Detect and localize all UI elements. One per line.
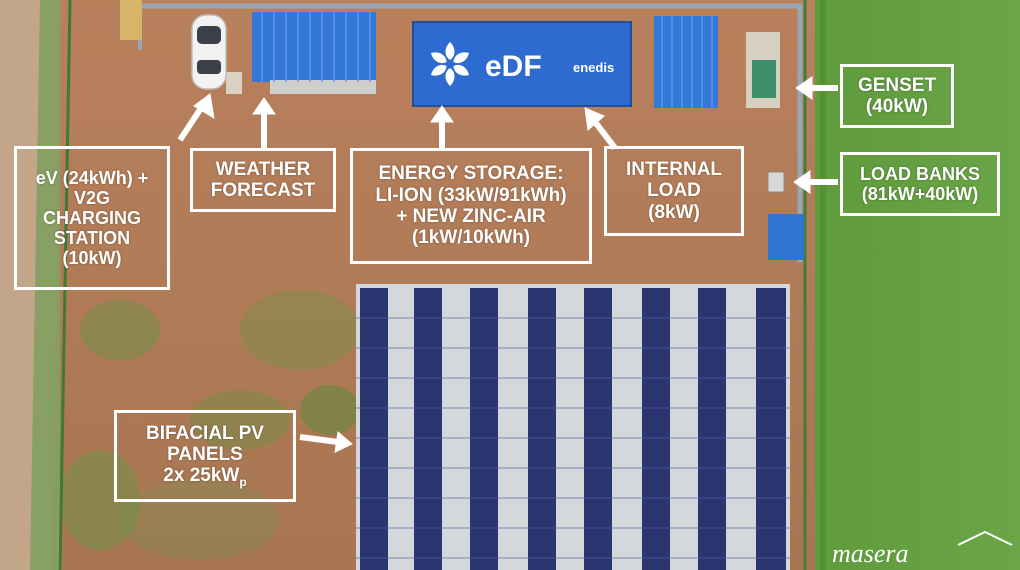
label-energy-storage: ENERGY STORAGE: LI-ION (33kW/91kWh) + NE… [350, 148, 592, 264]
internal-load-container [654, 16, 718, 108]
edf-logo-text: eDF [485, 50, 542, 83]
pv-rating-prefix: 2x 25kW [163, 465, 240, 487]
edf-logo-icon [430, 42, 470, 86]
label-ev-line: V2G [73, 187, 111, 208]
label-weather-line: FORECAST [210, 180, 316, 201]
watermark-logo-icon [957, 530, 1013, 546]
label-internal-line: (8kW) [648, 201, 700, 223]
label-weather-forecast: WEATHER FORECAST [190, 148, 336, 212]
label-bifacial-pv: BIFACIAL PV PANELS 2x 25kWp [114, 410, 296, 502]
label-ev-line: STATION [53, 228, 131, 249]
label-loadbanks-line: LOAD BANKS [860, 163, 980, 184]
label-genset: GENSET (40kW) [840, 64, 954, 128]
enedis-logo-text: enedis [573, 60, 614, 75]
label-ev-line: (10kW) [62, 248, 122, 269]
label-load-banks: LOAD BANKS (81kW+40kW) [840, 152, 1000, 216]
label-ev-charging: eV (24kWh) + V2G CHARGING STATION (10kW) [14, 146, 170, 290]
fence-line [140, 3, 803, 262]
watermark-text: masera [832, 539, 909, 568]
label-internal-load: INTERNAL LOAD (8kW) [604, 146, 744, 236]
pv-array [356, 284, 790, 570]
label-storage-line: ENERGY STORAGE: [378, 163, 564, 185]
label-storage-line: (1kW/10kWh) [411, 227, 531, 249]
label-pv-rating: 2x 25kWp [163, 465, 246, 489]
label-ev-line: eV (24kWh) + [35, 167, 149, 188]
label-internal-line: LOAD [647, 180, 701, 202]
load-bank-unit [767, 171, 804, 260]
pv-rating-subscript: p [239, 474, 247, 489]
electric-car [191, 14, 227, 90]
label-storage-line: LI-ION (33kW/91kWh) [375, 184, 567, 206]
bench [120, 0, 142, 40]
label-storage-line: + NEW ZINC-AIR [396, 206, 546, 227]
storage-container: eDF enedis [412, 21, 632, 107]
weather-container [252, 12, 376, 94]
genset-unit [746, 32, 780, 108]
annotation-arrows [177, 76, 838, 453]
label-ev-line: CHARGING [43, 207, 141, 228]
label-genset-line: (40kW) [865, 96, 929, 117]
green-field [810, 0, 1020, 570]
label-pv-line: BIFACIAL PV [146, 422, 264, 444]
label-loadbanks-line: (81kW+40kW) [861, 184, 979, 204]
label-genset-line: GENSET [857, 74, 937, 96]
label-pv-line: PANELS [167, 443, 243, 465]
label-internal-line: INTERNAL [625, 159, 723, 181]
label-weather-line: WEATHER [215, 158, 311, 180]
